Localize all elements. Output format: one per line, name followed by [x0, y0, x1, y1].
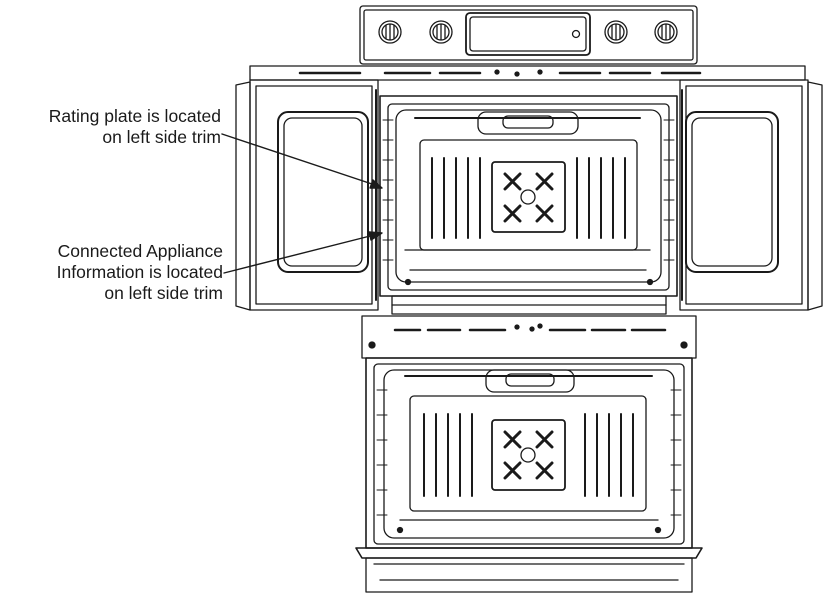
- convection-fan-icon: [491, 161, 566, 233]
- upper-oven: [235, 65, 823, 315]
- rating-plate-leader-arrow: [221, 133, 383, 189]
- upper-left-door: [235, 79, 379, 311]
- control-knob-icon: [378, 20, 402, 44]
- rating-plate-callout-line1: Rating plate is located: [48, 106, 221, 126]
- control-knob-icon: [429, 20, 453, 44]
- display-screen: [465, 12, 591, 56]
- lower-oven-door: [355, 547, 703, 593]
- connected-appliance-callout: Connected Appliance Information is locat…: [57, 241, 223, 304]
- upper-right-door: [679, 79, 823, 311]
- connected-appliance-leader-arrow: [223, 231, 383, 274]
- connected-appliance-callout-line3: on left side trim: [104, 283, 223, 303]
- connected-appliance-callout-line1: Connected Appliance: [57, 241, 223, 261]
- control-panel: [359, 5, 698, 65]
- control-knob-icon: [654, 20, 678, 44]
- control-knob-icon: [604, 20, 628, 44]
- convection-fan-icon: [491, 419, 566, 491]
- lower-oven: [355, 315, 703, 593]
- rating-plate-callout-line2: on left side trim: [102, 127, 221, 147]
- rating-plate-callout: Rating plate is located on left side tri…: [49, 106, 221, 148]
- connected-appliance-callout-line2: Information is located: [56, 262, 223, 282]
